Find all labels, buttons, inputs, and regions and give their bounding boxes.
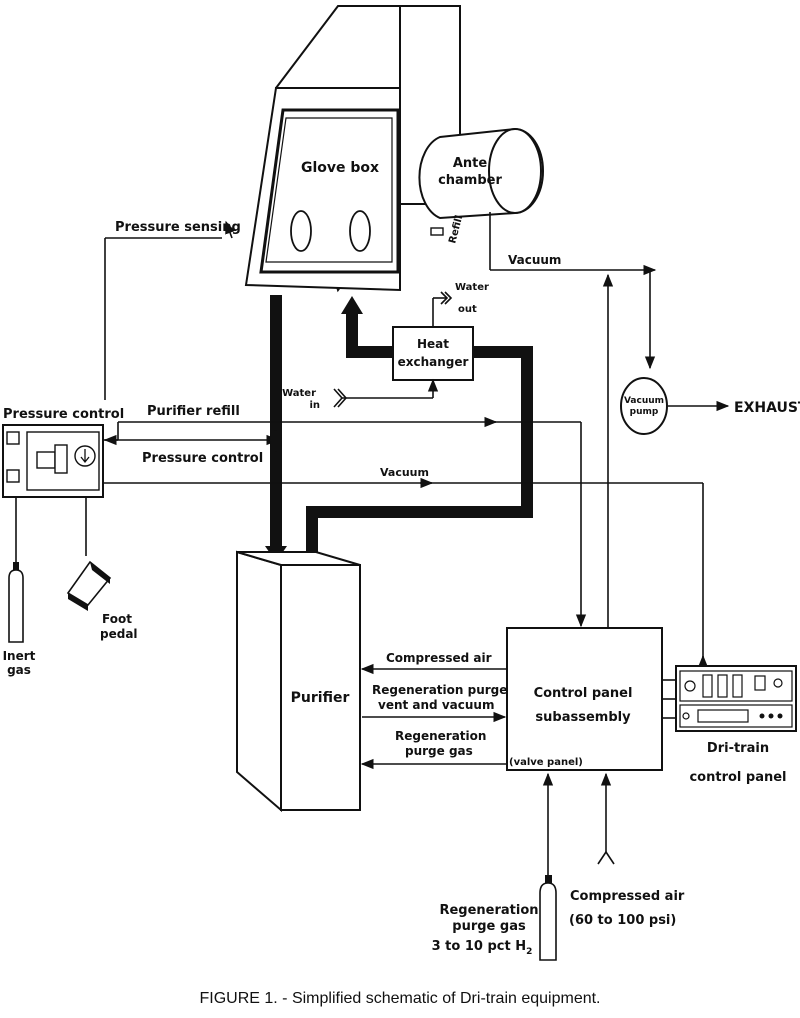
compressed-air-left-label: Compressed air [386,651,492,665]
compressed-bottom-label-1: Compressed air [570,889,685,904]
purifier-label: Purifier [291,690,350,706]
regen-bottom-label-2: purge gas [452,919,526,934]
dri-train-label-2: control panel [689,770,786,785]
refill-valve [430,227,444,236]
regen-bottom-label-3: 3 to 10 pct H2 [432,939,533,957]
dri-train-control-panel [675,665,797,732]
pressure-control-line-label: Pressure control [142,451,263,466]
water-out-label-1: Water [455,282,489,293]
valve-panel-label: (valve panel) [509,757,583,768]
foot-pedal-label-1: Foot [102,612,132,626]
vacuum-pump-label-1: Vacuum [624,396,664,406]
figure-caption: FIGURE 1. - Simplified schematic of Dri-… [199,990,600,1007]
purifier: Purifier [236,550,361,813]
heat-ex-label-2: exchanger [398,355,469,369]
water-in-label-1: Water [282,388,316,399]
dri-train-label-1: Dri-train [707,741,769,756]
water-in-label-2: in [309,400,320,411]
exhaust-label: EXHAUST [734,400,800,416]
heat-ex-label-1: Heat [417,337,449,351]
water-out-label-2: out [458,304,477,315]
ante-chamber: Ante chamber Refill [418,127,544,245]
foot-pedal-icon [66,560,112,611]
glove-port-right [349,210,371,252]
vacuum-mid-label: Vacuum [380,466,429,479]
heat-exchanger: Heat exchanger [392,326,474,381]
control-panel-subassembly: Control panel subassembly (valve panel) [506,627,663,771]
purifier-refill-label: Purifier refill [147,404,240,419]
inert-gas-label-1: Inert [3,649,36,663]
refill-label: Refill [447,214,465,245]
inert-gas-cylinder-icon [8,562,24,643]
control-panel-label-2: subassembly [535,710,631,725]
vacuum-pump: Vacuum pump [620,377,668,435]
regen-purge-label-2: purge gas [405,744,473,758]
pressure-sensing-label: Pressure sensing [115,220,241,235]
regen-purge-label-1: Regeneration [395,729,486,743]
vacuum-pump-label-2: pump [630,407,659,417]
pressure-control-title: Pressure control [3,407,124,422]
regen-vent-label-2: vent and vacuum [378,698,494,712]
regen-vent-label-1: Regeneration purge [372,683,507,697]
pressure-control-unit [2,424,104,498]
regen-gas-cylinder-icon [539,875,557,961]
ante-label-1: Ante [453,156,488,171]
foot-pedal-label-2: pedal [100,627,138,641]
ante-label-2: chamber [438,173,502,188]
inert-gas-label-2: gas [7,663,31,677]
regen-bottom-label-1: Regeneration [439,903,538,918]
vacuum-top-label: Vacuum [508,253,561,267]
glove-box: Glove box [244,5,461,293]
control-panel-label-1: Control panel [534,686,633,701]
compressed-bottom-label-2: (60 to 100 psi) [569,913,676,928]
glove-box-label: Glove box [301,160,379,176]
glove-port-left [290,210,312,252]
